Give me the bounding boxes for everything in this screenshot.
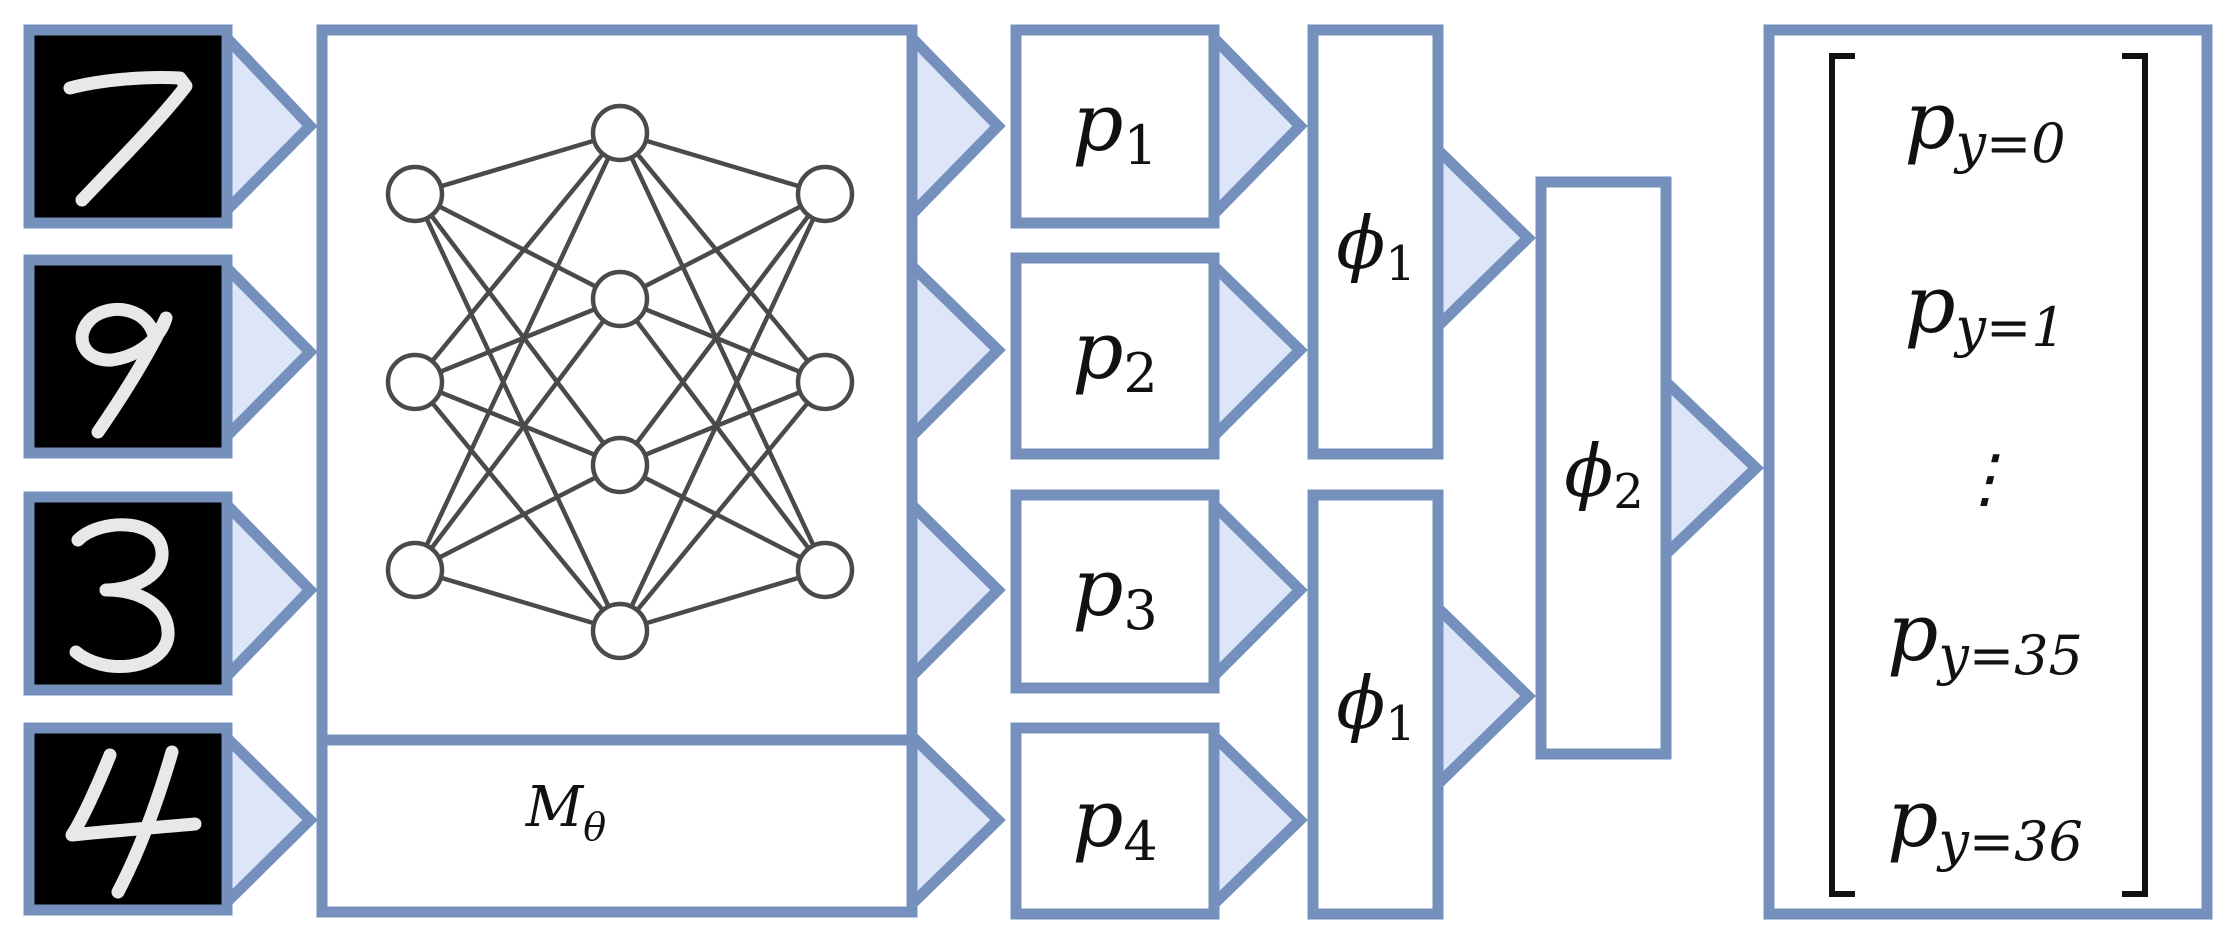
arrow-p1 <box>1208 24 1308 228</box>
network-node <box>385 164 445 224</box>
input-digit-7 <box>23 24 233 229</box>
network-node <box>385 352 445 412</box>
output-p3: p3 <box>1010 489 1220 694</box>
arrow-model-4 <box>906 722 1006 918</box>
phi1-bottom: ϕ1 <box>1307 489 1444 920</box>
svg-text:ϕ2: ϕ2 <box>1564 429 1644 520</box>
network-edge <box>414 567 621 634</box>
digit-9-glyph <box>75 303 173 439</box>
network-node <box>590 103 650 163</box>
network-edge <box>618 131 827 384</box>
network-node <box>590 601 650 661</box>
network-node <box>795 540 855 600</box>
network-edge <box>619 379 826 468</box>
result-entry-y36: py=36 <box>1887 772 2083 873</box>
model-box: Mθ <box>316 24 918 918</box>
svg-text:p3: p3 <box>1072 541 1158 642</box>
network-edge <box>412 193 623 632</box>
input-digit-4 <box>23 722 233 916</box>
arrow-model-1 <box>906 24 1006 228</box>
result-entry-y35: py=35 <box>1887 586 2083 687</box>
network-edge <box>413 380 622 633</box>
digit-4-glyph <box>65 745 202 899</box>
network-edge <box>414 379 621 468</box>
network-edge <box>414 296 621 385</box>
digit-7-glyph <box>63 70 193 207</box>
phi2-box: ϕ2 <box>1535 176 1672 760</box>
result-ellipsis: ⋮ <box>1953 442 2017 516</box>
network-node <box>795 352 855 412</box>
network-edge <box>617 193 828 632</box>
svg-text:ϕ1: ϕ1 <box>1336 661 1416 752</box>
phi1-top: ϕ1 <box>1307 24 1444 460</box>
arrow-input-1 <box>221 24 318 224</box>
result-entry-y0: py=0 <box>1904 74 2065 175</box>
right-bracket <box>2122 53 2148 897</box>
network-edge <box>412 132 623 571</box>
network-edge <box>414 130 621 197</box>
network-edge <box>618 192 827 467</box>
arrow-p4 <box>1208 722 1308 918</box>
network-node <box>385 540 445 600</box>
svg-text:p1: p1 <box>1072 76 1158 177</box>
network-node <box>590 435 650 495</box>
left-bracket <box>1829 53 1855 897</box>
input-digit-3 <box>23 491 233 696</box>
arrow-input-2 <box>221 254 318 450</box>
arrow-model-2 <box>906 252 1006 450</box>
arrow-p2 <box>1208 252 1308 450</box>
input-digit-9 <box>23 254 233 459</box>
output-p2: p2 <box>1010 252 1220 460</box>
arrow-p3 <box>1208 491 1308 690</box>
svg-text:ϕ1: ϕ1 <box>1336 201 1416 292</box>
result-entry-y1: py=1 <box>1904 258 2065 359</box>
network-edge <box>618 191 827 302</box>
output-p1: p1 <box>1010 24 1220 229</box>
network-node <box>590 269 650 329</box>
arrow-model-3 <box>906 491 1006 690</box>
network-edge <box>619 296 826 385</box>
network-edge <box>413 297 622 572</box>
svg-text:p2: p2 <box>1072 304 1158 405</box>
network-node <box>795 164 855 224</box>
arrow-input-4 <box>221 724 318 916</box>
arrow-phi2 <box>1660 369 1764 567</box>
network-edge <box>618 462 827 573</box>
network-edge <box>617 132 828 571</box>
network-edge <box>413 191 622 302</box>
network-edge <box>413 131 622 384</box>
arrow-phi1-top <box>1432 136 1536 340</box>
network-edge <box>413 462 622 573</box>
digit-3-glyph <box>69 518 175 674</box>
neural-network-icon <box>385 103 855 661</box>
result-vector-box: py=0 py=1 ⋮ py=35 py=36 <box>1763 24 2213 920</box>
arrow-input-3 <box>221 491 318 690</box>
output-p4: p4 <box>1010 722 1220 920</box>
arrow-phi1-bottom <box>1432 594 1536 798</box>
network-edge <box>618 380 827 633</box>
network-edge <box>619 567 826 634</box>
model-label: Mθ <box>525 775 606 849</box>
network-edge <box>618 297 827 572</box>
network-edge <box>619 130 826 197</box>
network-edge <box>413 192 622 467</box>
svg-text:p4: p4 <box>1072 772 1158 873</box>
